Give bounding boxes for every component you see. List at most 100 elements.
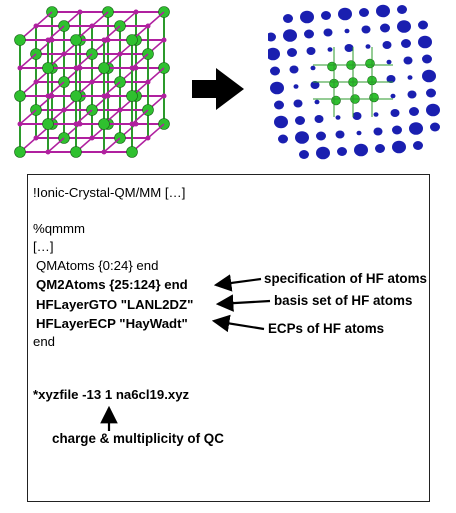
annotation-spec-hf-atoms: specification of HF atoms [264,271,427,286]
blue-point-charge [380,23,390,33]
blue-point-charge [354,143,368,157]
blue-point-charge [390,108,400,118]
magenta-atom [45,149,51,155]
blue-point-charge [413,141,423,150]
blue-point-charge [344,43,354,53]
magenta-atom [17,65,23,71]
green-atom [14,34,26,46]
green-atom [70,146,82,158]
blue-point-charge [430,122,440,132]
blue-point-charge [386,59,392,65]
blue-point-charge [426,88,436,98]
magenta-atom [101,37,107,43]
green-core-atom [369,92,379,103]
blue-point-charge [375,144,385,153]
blue-point-charge [361,25,371,34]
green-atom [126,146,138,158]
blue-point-charge [310,80,320,90]
green-atom [98,62,110,74]
qm2-atoms-line: QM2Atoms {25:124} end [36,277,188,292]
blue-point-charge [386,74,396,84]
magenta-atom [129,121,135,127]
arrow-ecps [211,314,265,333]
blue-point-charge [356,130,362,136]
magenta-atom [101,93,107,99]
arrow-spec-hf-atoms [213,274,262,292]
blue-point-charge [321,11,331,20]
green-atom [70,34,82,46]
blue-point-charge [310,65,316,71]
blue-point-charge [401,39,411,48]
blue-point-charge [304,29,314,39]
arrow-basis-set [215,294,271,312]
hf-gto-line: HFLayerGTO "LANL2DZ" [36,297,194,312]
blue-point-charge [278,134,288,144]
blue-point-charge [382,40,392,50]
input-title-line: !Ionic-Crystal-QM/MM […] [33,185,186,200]
blue-point-charge [390,93,396,99]
magenta-atom [45,37,51,43]
blue-point-charge [283,29,297,42]
blue-point-charge [397,20,411,33]
blue-point-charge [268,47,280,61]
hf-ecp-line: HFLayerECP "HayWadt" [36,316,188,331]
blue-point-charge [397,5,407,14]
blue-point-charge [295,116,305,125]
blue-point-charge [409,107,419,116]
magenta-atom [73,65,79,71]
transformation-arrow [192,68,244,110]
green-core-atom [331,95,341,106]
blue-point-charge [295,131,309,144]
blue-point-charge [306,46,316,56]
blue-point-charge [409,122,423,135]
blue-point-charge [392,125,402,135]
blue-point-charge [344,28,350,34]
blue-point-charge [418,35,432,49]
blue-point-charge [373,127,383,136]
green-atom [126,90,138,102]
blue-point-charge [426,103,440,117]
green-atom [70,90,82,102]
blue-point-charge [323,28,333,37]
annotation-charge-multiplicity: charge & multiplicity of QC [52,431,224,446]
annotation-arrows [100,274,271,431]
green-atom [98,118,110,130]
blue-point-charge [359,8,369,17]
magenta-atom [129,65,135,71]
magenta-atom [45,93,51,99]
green-atom [126,34,138,46]
blue-point-charge [422,54,432,64]
annotation-basis-set: basis set of HF atoms [274,293,413,308]
qmmm-block-start: %qmmm [33,221,86,236]
blue-point-charge [300,10,314,24]
blue-point-charge [316,131,326,141]
blue-point-charge [422,69,436,83]
blue-point-charge [274,115,288,129]
blue-point-charge [337,147,347,156]
blue-point-charge [403,56,413,65]
blue-point-charge [287,48,297,57]
blue-point-charge [418,20,428,30]
blue-point-charge [335,130,345,139]
blue-point-charge [268,32,276,42]
magenta-atom [17,121,23,127]
blue-point-charge [299,150,309,159]
blue-point-charge [352,111,362,121]
blue-point-charge [407,90,417,99]
qm-atoms-line: QMAtoms {0:24} end [36,258,159,273]
blue-point-charge [376,4,390,18]
green-atom [14,146,26,158]
blue-point-charge [327,47,333,52]
blue-point-charge [293,84,299,89]
blue-point-charge [316,146,330,160]
blue-point-charge [373,112,379,117]
blue-point-charge [283,14,293,23]
green-core-atom [327,61,337,72]
blue-point-charge [407,75,413,80]
blue-point-charge [270,81,284,95]
blue-point-charge [270,66,280,76]
green-atom [42,62,54,74]
green-atom [42,118,54,130]
xyzfile-line: *xyzfile -13 1 na6cl19.xyz [33,387,190,402]
crystal-figure [0,0,456,170]
